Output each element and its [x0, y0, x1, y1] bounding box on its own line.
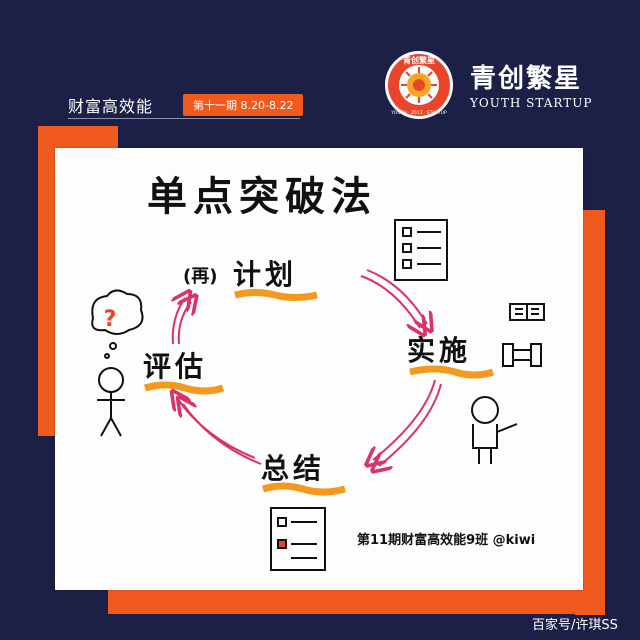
checklist-icon: [394, 219, 448, 281]
step-summary-label: 总结: [261, 452, 325, 485]
header-divider: [68, 118, 300, 119]
drawing-paper: 单点突破法 (再) 计划 实施: [55, 148, 583, 590]
do-highlight: [409, 365, 495, 379]
brand-name: 青创繁星: [470, 64, 583, 94]
book-icon: [509, 303, 545, 321]
logo-top-text: 青创繁星: [403, 55, 435, 65]
step-plan-label: 计划: [233, 258, 297, 291]
plan-highlight: [234, 289, 318, 301]
presenter-person-icon: [471, 396, 518, 464]
arrow-do-to-summary: [373, 379, 436, 460]
tool-icon: [502, 343, 542, 367]
header-title: 财富高效能: [68, 97, 154, 116]
logo-ring-text: YOUTH · 2013 · STARTUP: [390, 110, 447, 116]
source-watermark: 百家号/许琪SS: [532, 618, 618, 633]
step-do-label: 实施: [407, 334, 471, 367]
session-badge: 第十一期 8.20-8.22: [183, 94, 304, 116]
orange-frame-top: [38, 126, 118, 148]
brand-logo-icon: 青创繁星 YOUTH · 2013 · STARTUP: [385, 51, 453, 119]
checkbox-list-icon: [270, 507, 326, 571]
step-plan-prefix: (再): [183, 266, 217, 287]
drawing-title: 单点突破法: [147, 174, 377, 220]
evaluate-highlight: [143, 381, 225, 395]
brand-subtitle: YOUTH STARTUP: [470, 96, 593, 110]
thinking-person-icon: [91, 289, 144, 437]
hand-drawn-diagram: 单点突破法 (再) 计划 实施: [91, 174, 545, 571]
step-evaluate-label: 评估: [143, 350, 207, 383]
summary-highlight: [261, 482, 346, 496]
cycle-arrows: [173, 269, 442, 466]
orange-frame-bottom: [108, 586, 605, 614]
question-mark: ?: [104, 307, 117, 332]
arrow-summary-to-evaluate: [177, 398, 256, 459]
signature-text: 第11期财富高效能9班 @kiwi: [357, 532, 535, 548]
